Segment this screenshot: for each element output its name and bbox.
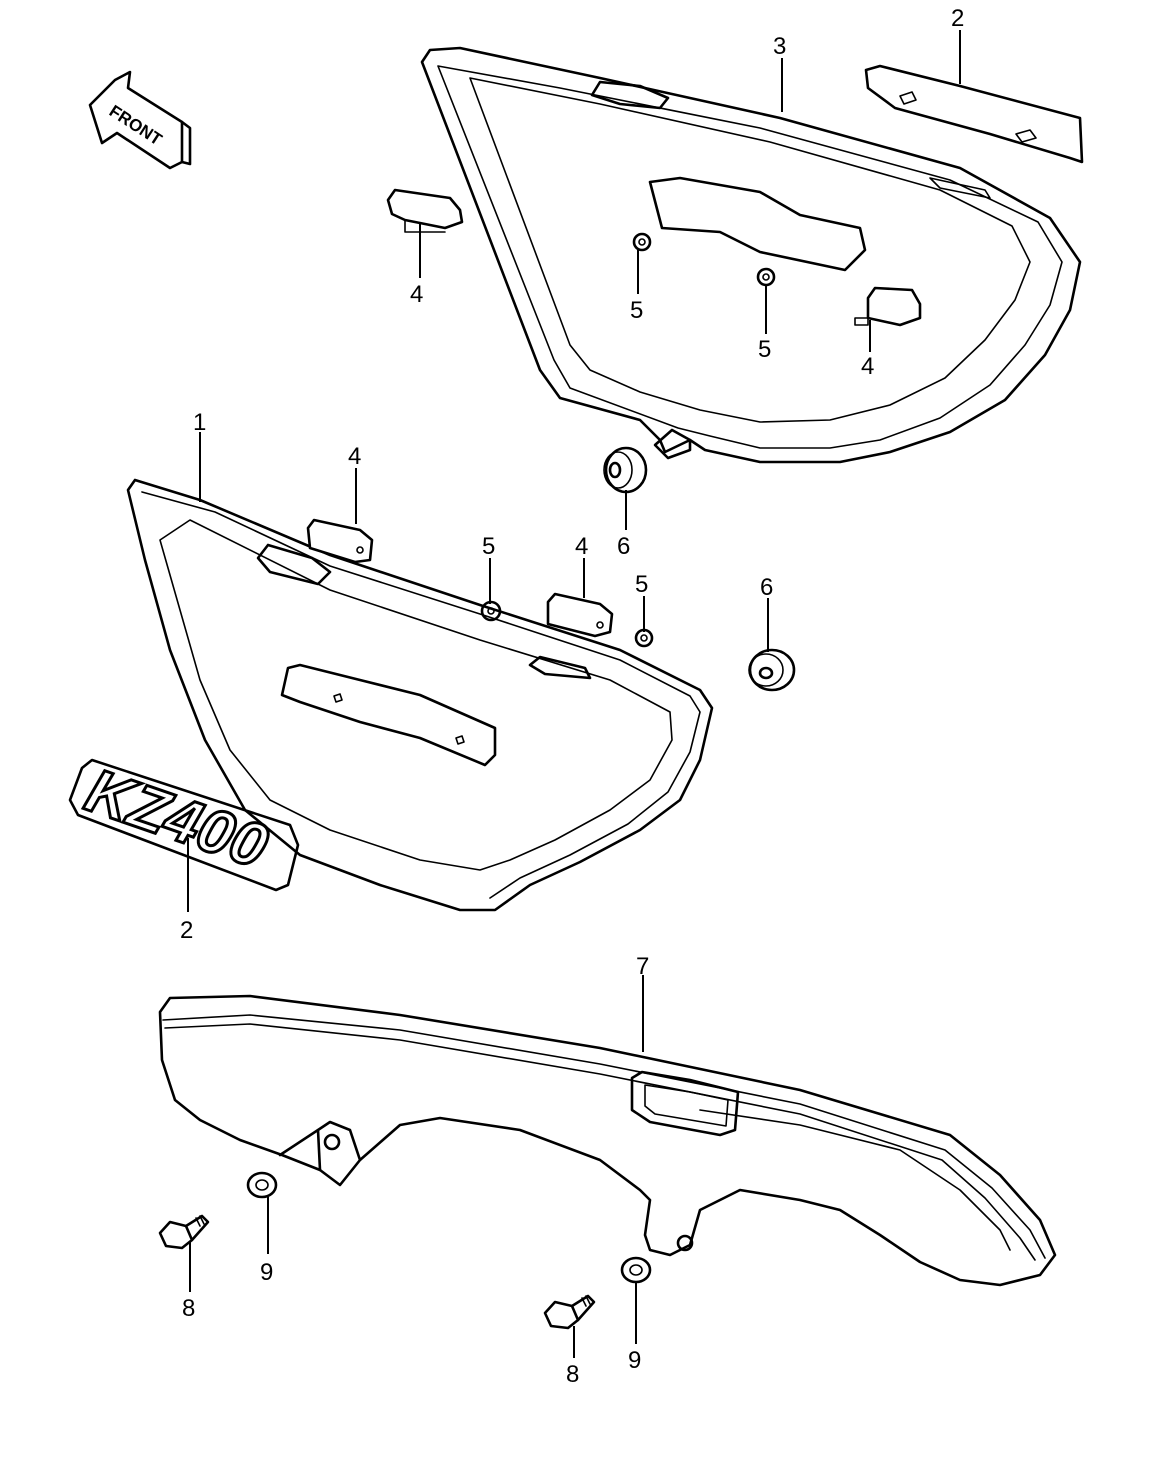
chain-cover xyxy=(158,994,1057,1287)
right-side-cover xyxy=(420,46,1082,464)
callout-2-lower: 2 xyxy=(180,917,193,944)
bolt-1 xyxy=(158,1214,210,1250)
nut-4 xyxy=(634,628,654,648)
callout-4-d: 4 xyxy=(575,533,588,560)
callout-4-a: 4 xyxy=(410,281,423,308)
callout-8-a: 8 xyxy=(182,1295,195,1322)
callout-labels: 2 3 4 5 5 4 1 4 6 5 4 5 6 2 7 9 8 9 8 xyxy=(180,5,964,1388)
callout-4-b: 4 xyxy=(861,353,874,380)
callout-5-a: 5 xyxy=(630,297,643,324)
callout-9-b: 9 xyxy=(628,1347,641,1374)
grommet-2 xyxy=(748,648,796,692)
kz400-emblem: KZ400 xyxy=(68,754,300,892)
front-arrow-icon: FRONT xyxy=(88,70,192,170)
rubber-block-3 xyxy=(306,518,374,564)
callout-9-a: 9 xyxy=(260,1259,273,1286)
callout-6-a: 6 xyxy=(617,533,630,560)
callout-8-b: 8 xyxy=(566,1361,579,1388)
rubber-block-1 xyxy=(386,188,464,233)
callout-6-b: 6 xyxy=(760,574,773,601)
callout-3: 3 xyxy=(773,33,786,60)
nut-1 xyxy=(632,232,652,252)
leader-lines xyxy=(187,30,961,1358)
nut-2 xyxy=(756,267,776,287)
callout-4-c: 4 xyxy=(348,443,361,470)
bolt-2 xyxy=(543,1294,596,1330)
grommet-1 xyxy=(603,446,648,494)
callout-5-b: 5 xyxy=(758,336,771,363)
callout-2-upper: 2 xyxy=(951,5,964,32)
washer-1 xyxy=(246,1171,278,1199)
callout-5-d: 5 xyxy=(635,571,648,598)
emblem-label: KZ400 xyxy=(77,756,275,882)
callout-5-c: 5 xyxy=(482,533,495,560)
left-side-cover xyxy=(126,478,714,912)
callout-7: 7 xyxy=(636,953,649,980)
rubber-block-4 xyxy=(546,592,614,638)
badge-plate-upper xyxy=(864,64,1084,164)
callout-1: 1 xyxy=(193,409,206,436)
washer-2 xyxy=(620,1256,652,1284)
rubber-block-2 xyxy=(854,286,922,327)
